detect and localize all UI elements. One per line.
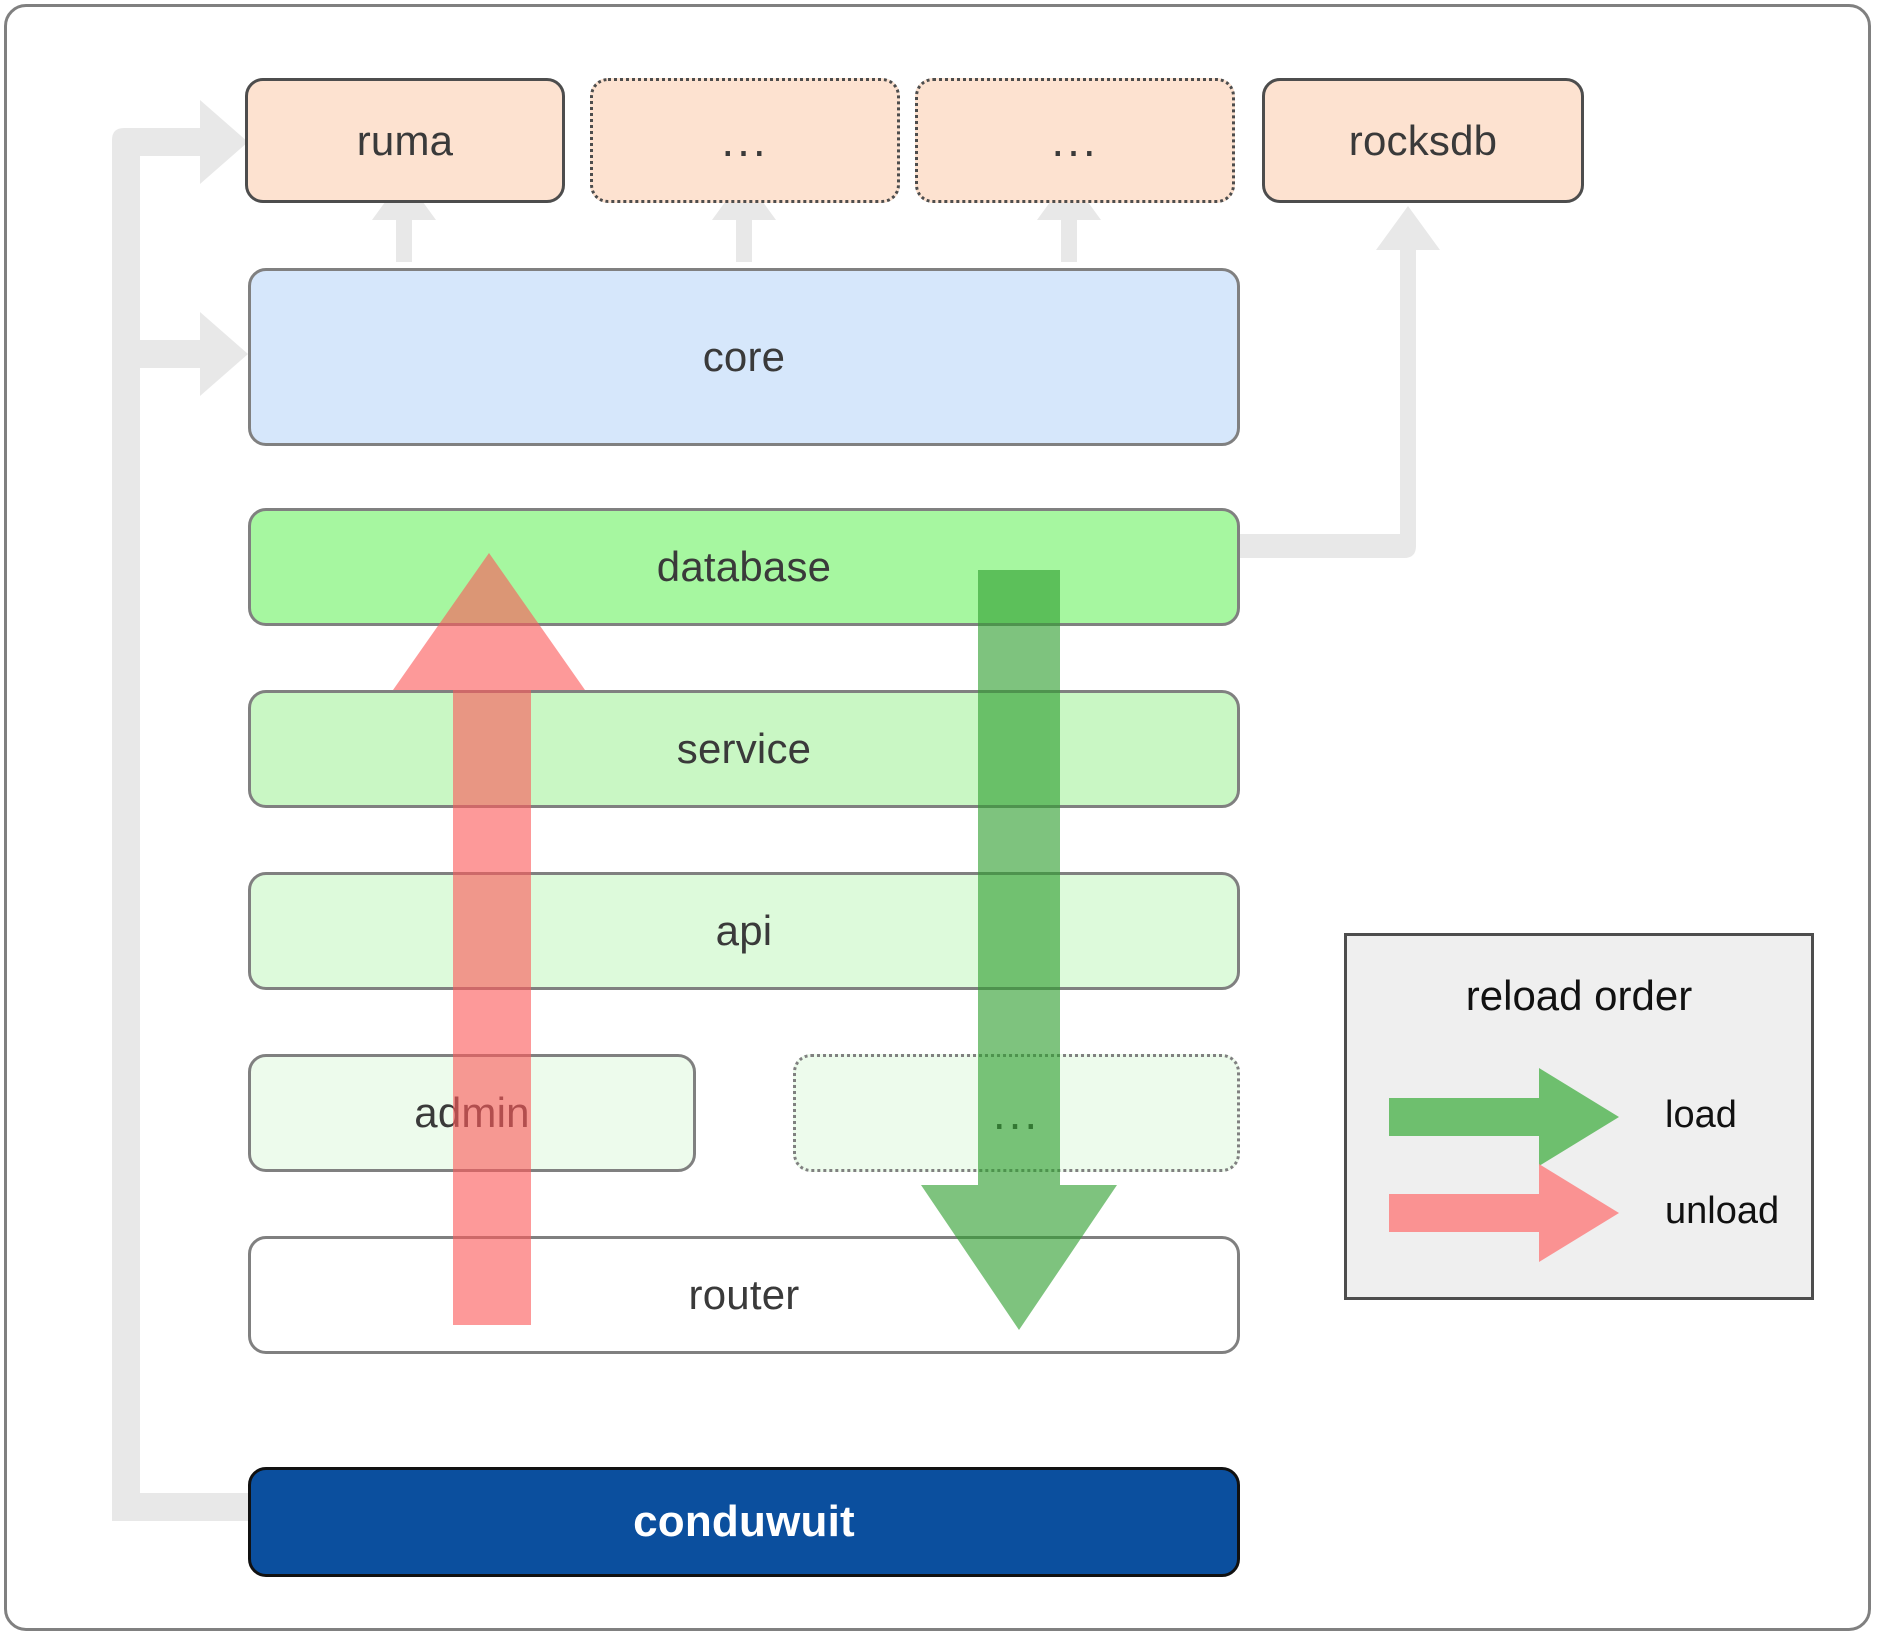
layer-box-database[interactable]: database xyxy=(248,508,1240,626)
layer-label: ... xyxy=(992,1086,1041,1139)
layer-label: api xyxy=(715,907,773,954)
legend-load-arrow-icon xyxy=(1389,1068,1619,1166)
dependency-label: ... xyxy=(721,114,769,167)
layer-box-admin[interactable]: admin xyxy=(248,1054,696,1172)
dependency-label: ruma xyxy=(356,116,454,164)
dependency-label: ... xyxy=(1051,114,1099,167)
legend-title: reload order xyxy=(1465,972,1693,1019)
layer-label: core xyxy=(702,333,786,380)
dependency-box-ellipsis-2[interactable]: ... xyxy=(915,78,1235,203)
legend-panel: reload order load unload xyxy=(1344,933,1814,1300)
layer-label: router xyxy=(688,1271,800,1318)
layer-label: database xyxy=(656,543,832,590)
dependency-box-ruma[interactable]: ruma xyxy=(245,78,565,203)
legend-unload-arrow-icon xyxy=(1389,1164,1619,1262)
layer-box-service[interactable]: service xyxy=(248,690,1240,808)
dependency-box-ellipsis-1[interactable]: ... xyxy=(590,78,900,203)
layer-box-core[interactable]: core xyxy=(248,268,1240,446)
diagram-frame xyxy=(4,4,1871,1631)
layer-box-router[interactable]: router xyxy=(248,1236,1240,1354)
layer-box-api[interactable]: api xyxy=(248,872,1240,990)
layer-label: admin xyxy=(414,1089,530,1136)
dependency-label: rocksdb xyxy=(1348,116,1498,164)
app-box-conduwuit[interactable]: conduwuit xyxy=(248,1467,1240,1577)
dependency-box-rocksdb[interactable]: rocksdb xyxy=(1262,78,1584,203)
layer-box-ellipsis[interactable]: ... xyxy=(793,1054,1240,1172)
legend-label-unload: unload xyxy=(1665,1190,1780,1232)
legend-label-load: load xyxy=(1665,1094,1737,1136)
layer-label: service xyxy=(676,725,812,772)
app-label: conduwuit xyxy=(633,1497,855,1546)
